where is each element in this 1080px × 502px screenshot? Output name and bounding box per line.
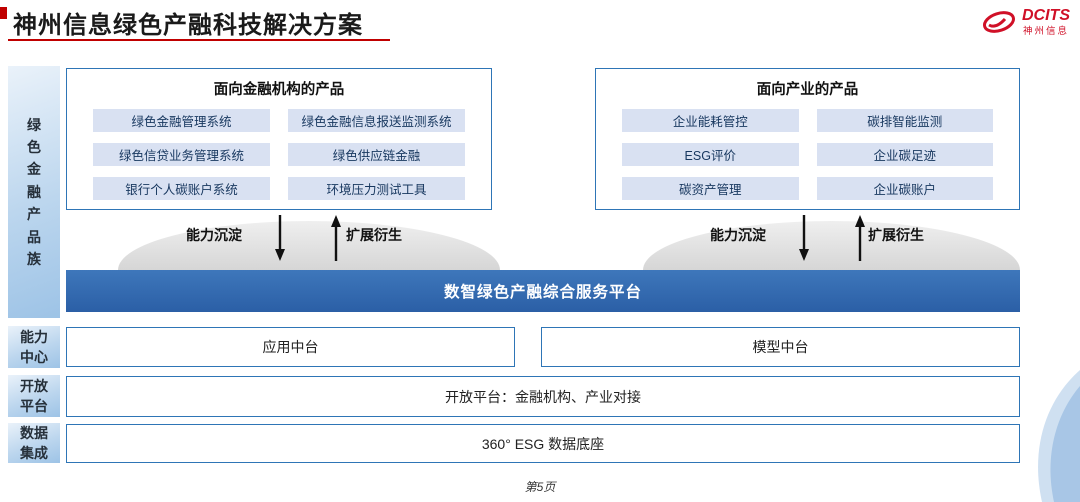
- product-item: 绿色金融信息报送监测系统: [288, 109, 465, 132]
- industry-products-box: 面向产业的产品 企业能耗管控 碳排智能监测 ESG评价 企业碳足迹 碳资产管理 …: [595, 68, 1020, 210]
- logo-brand: DCITS: [1022, 7, 1070, 24]
- product-item: ESG评价: [622, 143, 799, 166]
- corner-swoosh-decoration: [1008, 370, 1080, 502]
- data-base-box: 360° ESG 数据底座: [66, 424, 1020, 463]
- product-item: 绿色供应链金融: [288, 143, 465, 166]
- model-middle-platform-box: 模型中台: [541, 327, 1020, 367]
- title-underline: [8, 39, 390, 41]
- industry-box-title: 面向产业的产品: [756, 82, 859, 98]
- side-label-text: 数据集成: [20, 424, 48, 461]
- down-arrow-icon: [796, 213, 812, 263]
- finance-products-box: 面向金融机构的产品 绿色金融管理系统 绿色金融信息报送监测系统 绿色信贷业务管理…: [66, 68, 492, 210]
- product-item: 企业能耗管控: [622, 109, 799, 132]
- flow-label-capability-right: 能力沉淀: [710, 227, 766, 243]
- side-label-capability-center: 能力中心: [8, 326, 60, 368]
- flow-label-extend-left: 扩展衍生: [346, 227, 402, 243]
- page-number: 第5页: [524, 480, 556, 494]
- product-item: 企业碳足迹: [816, 143, 993, 166]
- down-arrow-icon: [272, 213, 288, 263]
- page-title: 神州信息绿色产融科技解决方案: [13, 12, 363, 39]
- up-arrow-icon: [328, 213, 344, 263]
- side-label-text: 开放平台: [20, 377, 48, 414]
- product-item: 碳资产管理: [622, 177, 799, 200]
- open-platform-box: 开放平台：金融机构、产业对接: [66, 376, 1020, 417]
- product-item: 绿色信贷业务管理系统: [93, 143, 270, 166]
- product-item: 碳排智能监测: [816, 109, 993, 132]
- side-label-text: 绿色金融产品族: [27, 116, 41, 267]
- side-label-data-integration: 数据集成: [8, 423, 60, 463]
- dome-decoration-right: [643, 221, 1020, 270]
- flow-label-extend-right: 扩展衍生: [868, 227, 924, 243]
- finance-box-title: 面向金融机构的产品: [213, 82, 345, 98]
- product-item: 银行个人碳账户系统: [93, 177, 270, 200]
- red-corner-accent: [0, 7, 7, 19]
- industry-items-grid: 企业能耗管控 碳排智能监测 ESG评价 企业碳足迹 碳资产管理 企业碳账户: [596, 109, 1019, 200]
- flow-label-capability-left: 能力沉淀: [186, 227, 242, 243]
- finance-items-grid: 绿色金融管理系统 绿色金融信息报送监测系统 绿色信贷业务管理系统 绿色供应链金融…: [67, 109, 491, 200]
- logo-swoosh-icon: [981, 8, 1017, 36]
- side-label-product-family: 绿色金融产品族: [8, 66, 60, 318]
- up-arrow-icon: [852, 213, 868, 263]
- company-logo: DCITS 神州信息: [981, 8, 1070, 37]
- platform-bar: 数智绿色产融综合服务平台: [66, 270, 1020, 312]
- logo-text: DCITS 神州信息: [1022, 8, 1070, 37]
- product-item: 企业碳账户: [816, 177, 993, 200]
- logo-company-name: 神州信息: [1022, 26, 1069, 37]
- product-item: 绿色金融管理系统: [93, 109, 270, 132]
- product-item: 环境压力测试工具: [288, 177, 465, 200]
- side-label-open-platform: 开放平台: [8, 375, 60, 417]
- dome-decoration-left: [118, 221, 500, 270]
- app-middle-platform-box: 应用中台: [66, 327, 515, 367]
- side-label-text: 能力中心: [20, 328, 48, 365]
